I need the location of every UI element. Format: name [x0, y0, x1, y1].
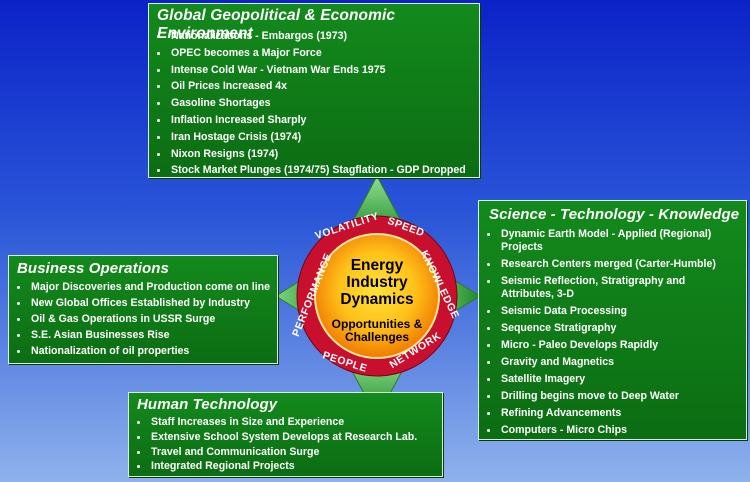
- bullet-icon: [157, 68, 160, 72]
- ring-word-volatility: VOLATILITY: [314, 210, 381, 242]
- science-list: Dynamic Earth Model - Applied (Regional)…: [481, 228, 731, 441]
- panel-title: Human Technology: [137, 396, 278, 413]
- bullet-icon: [487, 280, 490, 283]
- business-operations-panel: Business Operations Major Discoveries an…: [8, 255, 278, 364]
- center-title-line: Industry: [346, 274, 408, 291]
- bullet-icon: [137, 450, 140, 454]
- bullet-icon: [157, 152, 160, 156]
- list-item: Nationalizations - Embargos (1973): [151, 28, 466, 45]
- bullet-icon: [487, 233, 490, 236]
- list-item: Oil Prices Increased 4x: [151, 78, 466, 95]
- panel-title: Business Operations: [17, 260, 169, 277]
- list-item: Sequence Stratigraphy: [481, 322, 731, 335]
- list-item: Micro - Paleo Develops Rapidly: [481, 339, 731, 352]
- panel-title: Global Geopolitical & Economic Environme…: [157, 7, 396, 42]
- bullet-icon: [137, 435, 140, 439]
- bullet-icon: [17, 334, 20, 337]
- list-item: Computers - Micro Chips: [481, 424, 731, 437]
- list-item: Gasoline Shortages: [151, 95, 466, 112]
- bullet-icon: [137, 421, 140, 424]
- bullet-icon: [157, 51, 160, 55]
- bullet-icon: [487, 327, 490, 330]
- list-item: Nixon Resigns (1974): [151, 146, 466, 163]
- list-item: Seismic Reflection, Stratigraphy and Att…: [481, 275, 731, 301]
- list-item: Intense Cold War - Vietnam War Ends 1975: [151, 62, 466, 79]
- list-item: Drilling begins move to Deep Water: [481, 390, 731, 403]
- list-item: Seismic Data Processing: [481, 305, 731, 318]
- global-list: Nationalizations - Embargos (1973) OPEC …: [151, 28, 466, 179]
- bullet-icon: [157, 135, 160, 139]
- arrow-up-icon: [343, 174, 411, 239]
- list-item: Oil & Gas Operations in USSR Surge: [11, 311, 270, 327]
- list-item: Extensive School System Develops at Rese…: [131, 430, 417, 445]
- bullet-icon: [487, 429, 490, 432]
- bullet-icon: [157, 35, 160, 38]
- bullet-icon: [17, 318, 20, 321]
- list-item: Satellite Imagery: [481, 373, 731, 386]
- bullet-icon: [157, 102, 160, 106]
- center-title-line: Dynamics: [340, 291, 414, 308]
- bullet-icon: [137, 465, 140, 469]
- list-item: Refining Advancements: [481, 407, 731, 420]
- center-subtitle-line: Challenges: [344, 330, 410, 344]
- panel-title: Science - Technology - Knowledge: [489, 206, 740, 223]
- bullet-icon: [157, 85, 160, 89]
- list-item: Dynamic Earth Model - Applied (Regional)…: [481, 228, 731, 254]
- list-item: OPEC becomes a Major Force: [151, 45, 466, 62]
- center-subtitle-line: Opportunities &: [331, 317, 423, 331]
- bullet-icon: [487, 361, 490, 364]
- list-item: New Global Offices Established by Indust…: [11, 295, 270, 311]
- ring-word-people: PEOPLE: [321, 349, 369, 375]
- bullet-icon: [487, 310, 490, 313]
- bullet-icon: [157, 169, 160, 173]
- center-title-line: Energy: [350, 257, 404, 274]
- ring-word-speed: SPEED: [386, 215, 426, 239]
- list-item: Staff Increases in Size and Experience: [131, 415, 417, 430]
- science-technology-panel: Science - Technology - Knowledge Dynamic…: [478, 200, 747, 440]
- list-item: Major Discoveries and Production come on…: [11, 279, 270, 295]
- bullet-icon: [17, 286, 20, 289]
- bullet-icon: [487, 263, 490, 266]
- list-item: Nationalization of oil properties: [11, 343, 270, 359]
- bullet-icon: [487, 344, 490, 347]
- center-subtitle: Opportunities & Challenges: [318, 318, 436, 344]
- bullet-icon: [487, 378, 490, 381]
- list-item: Gravity and Magnetics: [481, 356, 731, 369]
- human-list: Staff Increases in Size and Experience E…: [131, 415, 417, 474]
- list-item: Iran Hostage Crisis (1974): [151, 129, 466, 146]
- bullet-icon: [487, 395, 490, 398]
- bullet-icon: [17, 350, 20, 353]
- list-item: Stock Market Plunges (1974/75) Stagflati…: [151, 162, 466, 179]
- center-title: Energy Industry Dynamics: [312, 257, 442, 308]
- list-item: Travel and Communication Surge: [131, 445, 417, 460]
- list-item: S.E. Asian Businesses Rise: [11, 327, 270, 343]
- human-technology-panel: Human Technology Staff Increases in Size…: [128, 392, 443, 477]
- bullet-icon: [157, 118, 160, 122]
- bullet-icon: [17, 302, 20, 305]
- global-environment-panel: Global Geopolitical & Economic Environme…: [148, 3, 480, 178]
- list-item: Inflation Increased Sharply: [151, 112, 466, 129]
- list-item: Research Centers merged (Carter-Humble): [481, 258, 731, 271]
- list-item: Integrated Regional Projects: [131, 459, 417, 474]
- business-list: Major Discoveries and Production come on…: [11, 279, 270, 359]
- bullet-icon: [487, 412, 490, 415]
